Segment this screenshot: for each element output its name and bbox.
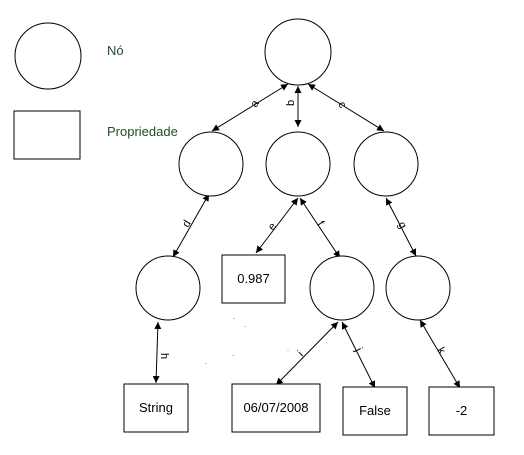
legend-node-symbol — [14, 22, 82, 90]
edge-a — [211, 83, 289, 132]
node-d — [135, 255, 201, 321]
property-box-4 — [342, 386, 408, 436]
edge-k — [419, 319, 461, 389]
edge-d — [172, 193, 210, 258]
property-value-4: False — [359, 403, 391, 418]
node-a — [178, 131, 244, 197]
node-root — [264, 18, 332, 86]
property-value-5: -2 — [456, 403, 468, 418]
node-c — [353, 131, 419, 197]
edge-label-k: k — [434, 345, 447, 356]
edge-label-i: i — [296, 349, 306, 359]
edge-labels: a b c d e f g h i j k — [158, 97, 448, 359]
edge-i — [275, 321, 339, 386]
node-g — [385, 255, 451, 321]
edges — [152, 83, 461, 389]
edge-h — [152, 321, 162, 384]
edge-label-h: h — [158, 353, 170, 359]
edge-e — [255, 197, 299, 254]
property-value-2: String — [139, 400, 173, 415]
property-value-1: 0.987 — [237, 271, 270, 286]
edge-label-g: g — [395, 220, 408, 231]
edge-label-b: b — [285, 100, 297, 106]
edge-g — [385, 197, 417, 257]
property-box-5 — [428, 386, 495, 436]
edge-label-e: e — [266, 221, 279, 233]
property-box-1 — [221, 254, 286, 304]
decorative-specks — [205, 318, 289, 364]
property-value-3: 06/07/2008 — [243, 400, 308, 415]
edge-label-j: j — [352, 345, 364, 353]
node-f — [309, 255, 375, 321]
node-b — [265, 131, 331, 197]
legend-node-label: Nó — [107, 43, 124, 58]
edge-j — [341, 321, 376, 389]
legend: Nó Propriedade — [13, 22, 178, 160]
edge-label-d: d — [180, 218, 193, 229]
edge-f — [299, 197, 341, 259]
property-box-3 — [231, 383, 321, 433]
edge-label-c: c — [335, 100, 348, 111]
legend-property-symbol — [13, 110, 81, 160]
edge-c — [307, 83, 385, 132]
properties: 0.987 String 06/07/2008 False -2 — [123, 254, 495, 436]
edge-label-f: f — [315, 219, 327, 229]
legend-property-label: Propriedade — [107, 124, 178, 139]
property-box-2 — [123, 383, 189, 433]
nodes — [135, 18, 451, 321]
